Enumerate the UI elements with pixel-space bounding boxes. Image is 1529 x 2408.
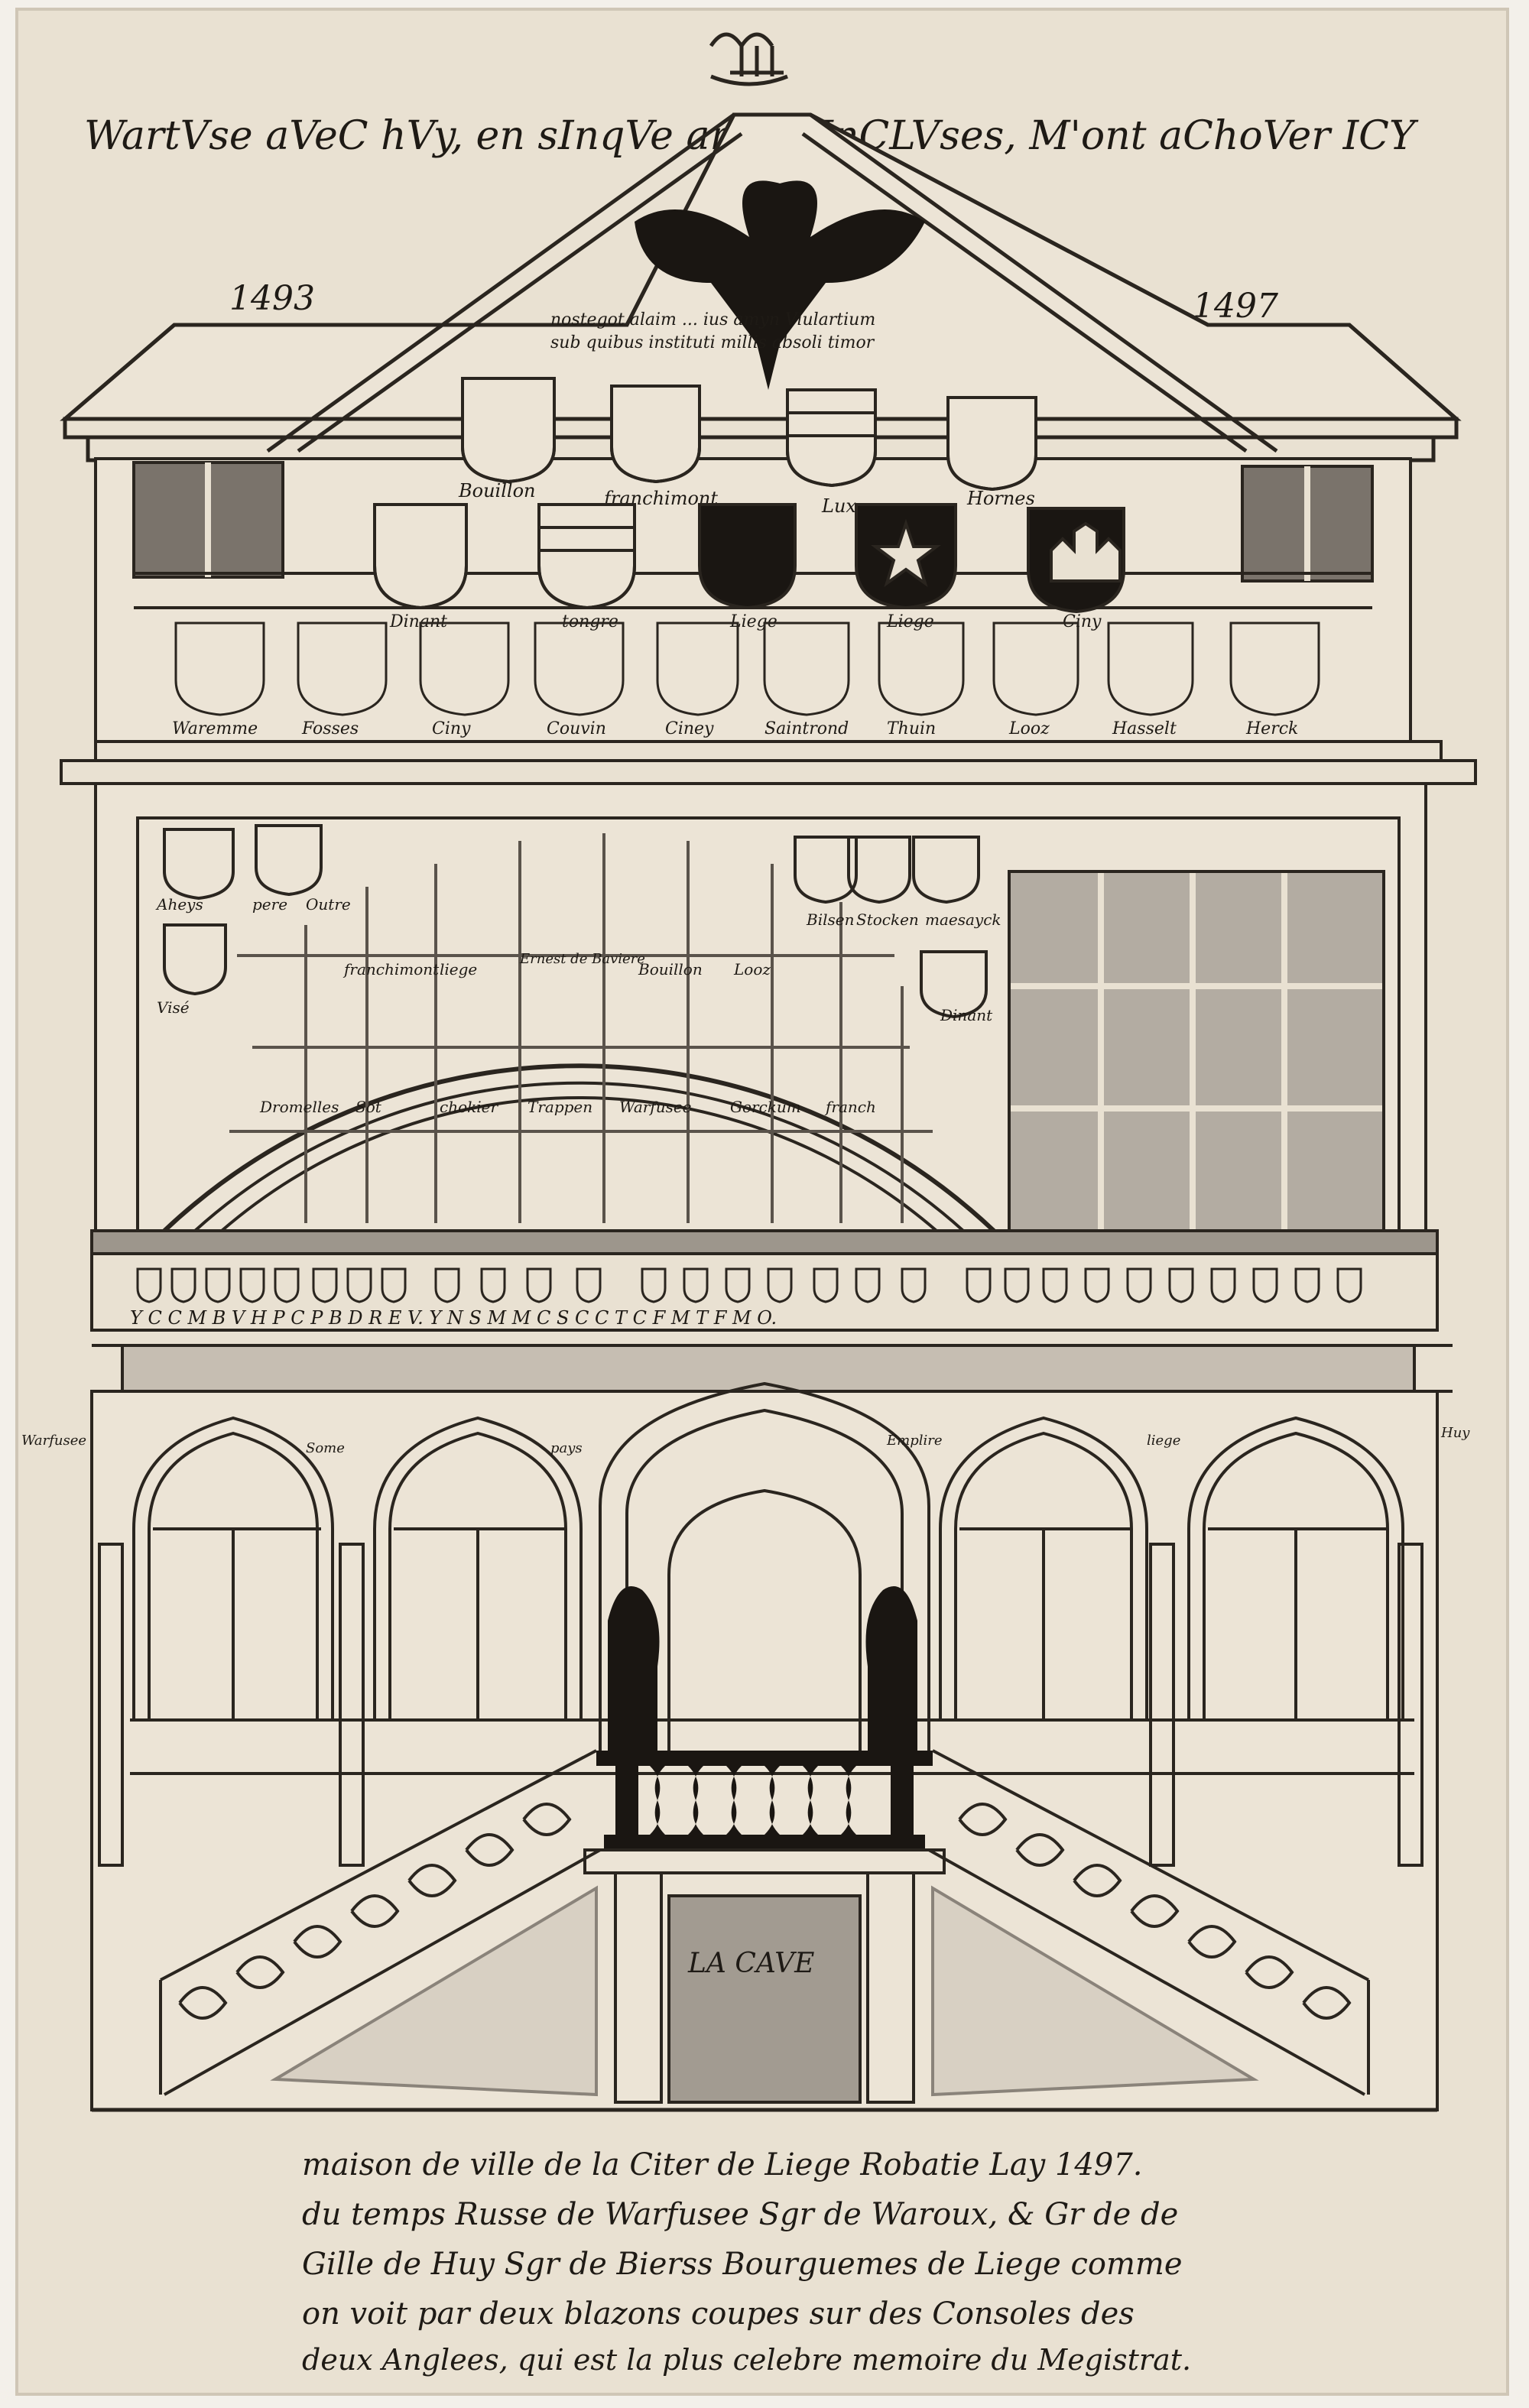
frieze-shields — [174, 621, 1320, 716]
window-label-r1-4: Bouillon — [638, 960, 703, 978]
staircase-right — [928, 1749, 1370, 2097]
shield-label-upper-3: Lux — [821, 495, 856, 517]
balcony-shields — [136, 1267, 1362, 1303]
arch-label-2: pays — [550, 1440, 583, 1456]
window-label-r2-5: Warfusee — [619, 1098, 692, 1116]
crown-ornament — [709, 32, 788, 86]
left-window-label-1: Aheys — [155, 895, 203, 914]
caption-line-1: maison de ville de la Citer de Liege Rob… — [302, 2147, 1143, 2182]
window-row-1: franchimont liege Ernest de Baviere Boui… — [342, 951, 771, 978]
frieze-label-9: Hasselt — [1112, 719, 1177, 738]
caption: maison de ville de la Citer de Liege Rob… — [302, 2147, 1191, 2377]
arch-label-3: Emplire — [886, 1433, 943, 1449]
window-label-r2-3: chokier — [440, 1098, 498, 1116]
cellar-door — [583, 1848, 946, 2104]
side-label-left: Warfusee — [21, 1433, 86, 1449]
frieze-label-8: Looz — [1008, 719, 1050, 738]
frieze-label-3: Ciny — [432, 719, 471, 738]
middle-story — [94, 782, 1427, 1233]
frieze-labels: Waremme Fosses Ciny Couvin Ciney Saintro… — [172, 719, 1298, 738]
frieze-label-7: Thuin — [887, 719, 936, 738]
shield-label-upper-1: Bouillon — [458, 480, 535, 501]
frieze-label-5: Ciney — [665, 719, 714, 738]
left-window-label-4: Visé — [157, 998, 190, 1017]
lower-shields — [373, 503, 1125, 614]
window-label-r2-1: Dromelles — [259, 1098, 339, 1116]
arch-label-4: liege — [1147, 1433, 1180, 1449]
frieze-label-2: Fosses — [301, 719, 359, 738]
frieze-label-10: Herck — [1245, 719, 1298, 738]
pediment-inscription-1: nostegot alaim ... ius amyn Viulartium — [550, 310, 875, 329]
right-window-label-2: Stocken — [856, 910, 919, 929]
frieze-label-4: Couvin — [547, 719, 606, 738]
window-label-r1-1: franchimont — [342, 960, 440, 978]
caption-line-3: Gille de Huy Sgr de Bierss Bourguemes de… — [302, 2247, 1183, 2282]
side-label-right: Huy — [1440, 1425, 1470, 1441]
window-label-r1-5: Looz — [733, 960, 771, 978]
window-label-r2-7: franch — [824, 1098, 876, 1116]
upper-shields — [461, 377, 1037, 492]
window-label-r2-6: Gorckum — [730, 1098, 801, 1116]
caption-line-5: deux Anglees, qui est la plus celebre me… — [302, 2343, 1191, 2377]
window-label-r1-3: Ernest de Baviere — [519, 951, 645, 967]
window-label-r2-2: Sot — [355, 1098, 382, 1116]
left-window-label-2: pere — [252, 895, 287, 914]
pediment-inscription-2: sub quibus instituti millis absoli timor — [550, 333, 875, 352]
right-window-label-4: Dinant — [940, 1006, 993, 1024]
frieze-label-6: Saintrond — [764, 719, 849, 738]
right-window-label-3: maesayck — [925, 910, 1001, 929]
caption-line-4: on voit par deux blazons coupes sur des … — [302, 2296, 1135, 2332]
window-label-r2-4: Trappen — [528, 1098, 592, 1116]
caption-line-2: du temps Russe de Warfusee Sgr de Waroux… — [302, 2197, 1178, 2232]
porch-figures — [608, 1586, 917, 1751]
window-row-2: Dromelles Sot chokier Trappen Warfusee G… — [259, 1098, 876, 1116]
shield-label-upper-4: Hornes — [966, 488, 1035, 509]
year-left: 1493 — [229, 279, 315, 318]
window-label-r1-2: liege — [440, 960, 477, 978]
double-headed-eagle-icon — [635, 180, 925, 390]
arch-label-1: Some — [306, 1440, 345, 1456]
balustrade — [596, 1751, 933, 1848]
cellar-label: LA CAVE — [687, 1948, 814, 1979]
frieze-label-1: Waremme — [172, 719, 258, 738]
balcony-letters: Y C C M B V H P C P B D R E V. Y N S M M… — [130, 1307, 777, 1329]
staircase-left — [159, 1749, 601, 2097]
year-right: 1497 — [1193, 287, 1278, 326]
right-window-label-1: Bilsen — [806, 910, 854, 929]
left-window-label-3: Outre — [306, 895, 351, 914]
